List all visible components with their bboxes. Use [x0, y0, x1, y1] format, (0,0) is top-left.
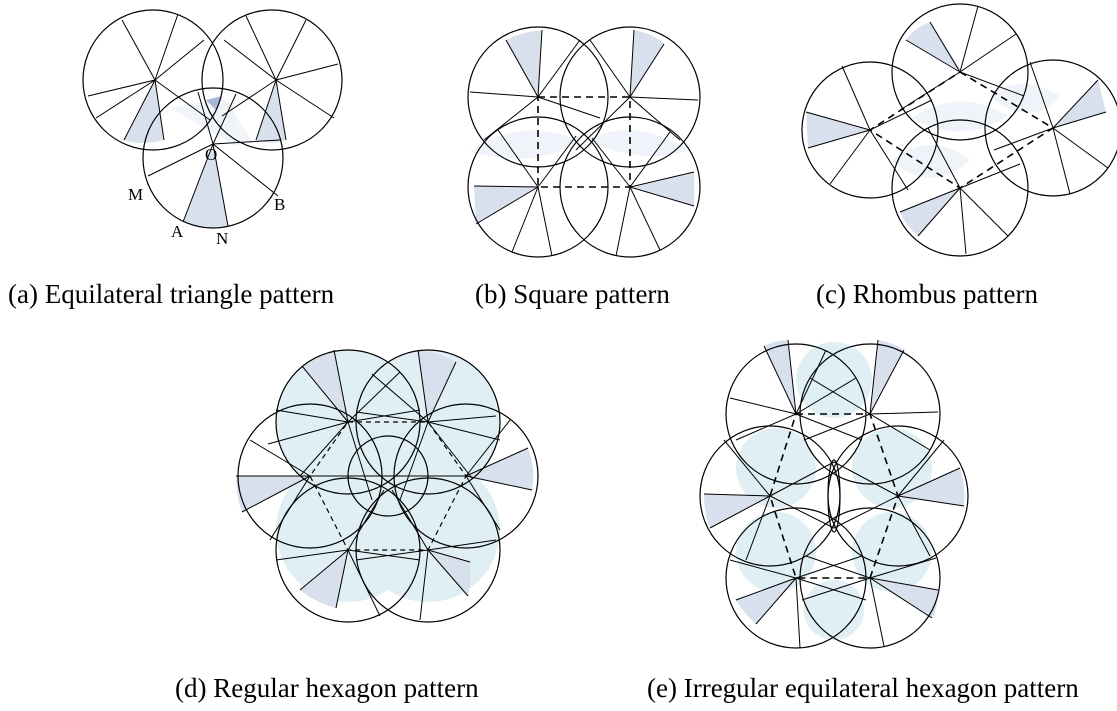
caption-a: (a) Equilateral triangle pattern — [8, 279, 335, 309]
figure-b-shading — [470, 30, 694, 224]
figure-a-circles — [82, 9, 343, 229]
caption-b: (b) Square pattern — [475, 279, 670, 309]
point-label-a: A — [171, 222, 184, 241]
sector — [474, 186, 538, 224]
figure-a-labels: O M A N B — [128, 145, 285, 248]
figure-d-spokes — [236, 349, 533, 621]
circle — [142, 87, 284, 229]
sector-left — [124, 80, 164, 143]
point-label-m: M — [128, 185, 143, 204]
figure-e-spokes — [703, 339, 965, 649]
overlap-center — [206, 96, 222, 110]
figure-e-shading — [704, 340, 965, 624]
sector — [1053, 80, 1106, 128]
caption-d: (d) Regular hexagon pattern — [175, 673, 479, 703]
sector — [506, 30, 542, 97]
figure-b-square — [537, 96, 631, 188]
figure-c-rhombus — [868, 71, 1055, 189]
circle — [201, 9, 343, 151]
point-label-n: N — [216, 229, 228, 248]
figure-c: (c) Rhombus pattern — [801, 3, 1117, 309]
sector — [806, 112, 870, 148]
figure-c-circles — [801, 3, 1117, 257]
figure-c-shading — [806, 22, 1106, 236]
figure-e: (e) Irregular equilateral hexagon patter… — [647, 339, 1079, 703]
point-label-o: O — [205, 145, 217, 164]
figure-e-circles — [699, 343, 969, 649]
figure-b-spokes — [469, 29, 699, 257]
caption-e: (e) Irregular equilateral hexagon patter… — [647, 673, 1079, 703]
figure-d-hexagon — [309, 421, 467, 551]
figure-a-spokes — [87, 13, 339, 227]
figure-e-hexagon — [769, 413, 899, 579]
figure-a: O M A N B (a) Equilateral triangle patte… — [8, 9, 343, 309]
sector — [630, 172, 694, 206]
circle — [82, 9, 224, 151]
sector — [900, 188, 960, 236]
figure-b: (b) Square pattern — [467, 26, 701, 309]
figure-d-shading — [236, 350, 534, 608]
sector — [906, 22, 962, 72]
sector — [630, 30, 664, 97]
point-label-b: B — [274, 195, 285, 214]
figure-d: (d) Regular hexagon pattern — [175, 349, 539, 703]
caption-c: (c) Rhombus pattern — [816, 279, 1038, 309]
